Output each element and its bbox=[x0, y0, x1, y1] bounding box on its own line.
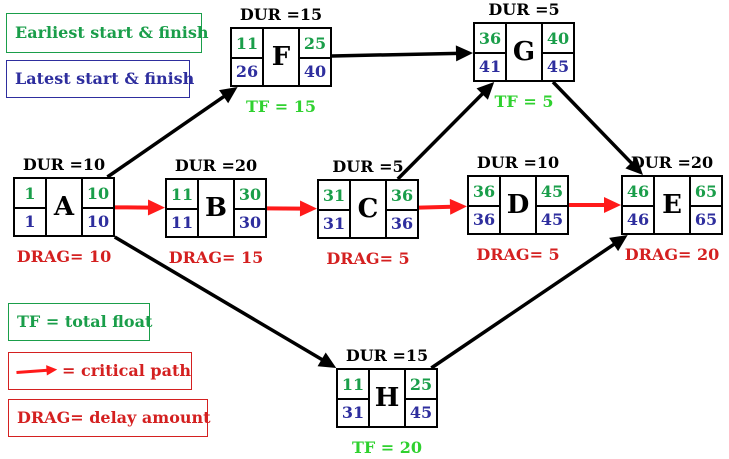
node-a-name: A bbox=[53, 192, 75, 222]
node-d-late-start: 36 bbox=[472, 209, 496, 229]
legend-critical-path-label: = critical path bbox=[61, 361, 191, 380]
node-b-early-start: 11 bbox=[170, 184, 194, 204]
node-f-late-finish: 40 bbox=[303, 61, 327, 81]
node-e-late-start: 46 bbox=[626, 209, 650, 229]
node-h-late-start: 31 bbox=[341, 402, 365, 422]
node-b-early-finish: 30 bbox=[238, 184, 262, 204]
node-h-late-finish: 45 bbox=[409, 402, 433, 422]
node-e-drag: DRAG= 20 bbox=[624, 245, 720, 264]
node-b: 11 11 B 30 30 bbox=[165, 178, 267, 238]
node-b-name: B bbox=[205, 193, 227, 223]
node-g: 36 41 G 40 45 bbox=[473, 22, 575, 82]
node-g-early-finish: 40 bbox=[546, 28, 570, 48]
node-g-late-finish: 45 bbox=[546, 56, 570, 76]
node-g-late-start: 41 bbox=[478, 56, 502, 76]
legend-critical-path: = critical path bbox=[8, 352, 192, 390]
legend-latest: Latest start & finish bbox=[6, 60, 194, 98]
arrow-d-to-e bbox=[569, 197, 621, 213]
node-b-duration: DUR =20 bbox=[174, 156, 258, 175]
node-a-late-start: 1 bbox=[24, 211, 36, 231]
critical-path-arrow-icon bbox=[16, 365, 58, 376]
node-c-early-start: 31 bbox=[322, 185, 346, 205]
node-f-duration: DUR =15 bbox=[239, 5, 323, 24]
node-c-name: C bbox=[357, 194, 379, 224]
arrow-a-to-b bbox=[114, 199, 165, 216]
node-h: 11 31 H 25 45 bbox=[336, 368, 438, 428]
node-c-late-start: 31 bbox=[322, 213, 346, 233]
node-f-early-finish: 25 bbox=[303, 33, 327, 53]
node-b-late-start: 11 bbox=[170, 212, 194, 232]
node-b-drag: DRAG= 15 bbox=[168, 248, 264, 267]
node-e-early-start: 46 bbox=[626, 181, 650, 201]
node-b-late-finish: 30 bbox=[238, 212, 262, 232]
node-g-name: G bbox=[512, 37, 536, 67]
arrow-c-to-g bbox=[396, 82, 495, 181]
legend-latest-label: Latest start & finish bbox=[15, 69, 195, 88]
node-f-early-start: 11 bbox=[235, 33, 259, 53]
arrow-h-to-e bbox=[430, 235, 628, 370]
node-f-total-float: TF = 15 bbox=[245, 97, 317, 116]
node-a-drag: DRAG= 10 bbox=[16, 247, 112, 266]
arrow-f-to-g bbox=[331, 45, 473, 62]
node-e: 46 46 E 65 65 bbox=[621, 175, 723, 235]
node-g-early-start: 36 bbox=[478, 28, 502, 48]
legend-earliest: Earliest start & finish bbox=[6, 13, 208, 53]
node-a-early-start: 1 bbox=[24, 183, 36, 203]
node-d-early-finish: 45 bbox=[540, 181, 564, 201]
node-e-late-finish: 65 bbox=[694, 209, 718, 229]
arrow-b-to-c bbox=[266, 200, 317, 217]
node-f: 11 26 F 25 40 bbox=[230, 27, 332, 87]
legend-drag-label: DRAG= delay amount bbox=[17, 408, 211, 427]
arrow-c-to-d bbox=[418, 198, 467, 215]
node-h-early-finish: 25 bbox=[409, 374, 433, 394]
node-d-late-finish: 45 bbox=[540, 209, 564, 229]
node-d-name: D bbox=[506, 190, 530, 220]
legend-earliest-label: Earliest start & finish bbox=[15, 23, 209, 42]
node-h-early-start: 11 bbox=[341, 374, 365, 394]
node-e-early-finish: 65 bbox=[694, 181, 718, 201]
node-e-name: E bbox=[662, 190, 682, 220]
node-a-late-finish: 10 bbox=[86, 211, 110, 231]
legend-drag: DRAG= delay amount bbox=[8, 399, 211, 437]
arrow-g-to-e bbox=[551, 80, 643, 175]
node-c-early-finish: 36 bbox=[390, 185, 414, 205]
node-a-early-finish: 10 bbox=[86, 183, 110, 203]
node-f-late-start: 26 bbox=[235, 61, 259, 81]
node-c-drag: DRAG= 5 bbox=[326, 249, 410, 268]
legend-total-float-label: TF = total float bbox=[17, 312, 153, 331]
node-g-total-float: TF = 5 bbox=[494, 92, 554, 111]
legend-total-float: TF = total float bbox=[8, 303, 153, 341]
node-e-duration: DUR =20 bbox=[630, 153, 714, 172]
node-h-duration: DUR =15 bbox=[345, 346, 429, 365]
node-h-name: H bbox=[374, 383, 400, 413]
node-c-duration: DUR =5 bbox=[332, 157, 404, 176]
node-c: 31 31 C 36 36 bbox=[317, 179, 419, 239]
node-g-duration: DUR =5 bbox=[488, 0, 560, 19]
node-d-early-start: 36 bbox=[472, 181, 496, 201]
node-f-name: F bbox=[271, 42, 291, 72]
node-a-duration: DUR =10 bbox=[22, 155, 106, 174]
node-c-late-finish: 36 bbox=[390, 213, 414, 233]
node-d-drag: DRAG= 5 bbox=[476, 245, 560, 264]
node-d: 36 36 D 45 45 bbox=[467, 175, 569, 235]
arrow-a-to-h bbox=[113, 235, 337, 368]
node-h-total-float: TF = 20 bbox=[351, 438, 423, 457]
arrow-a-to-f bbox=[106, 87, 238, 179]
node-d-duration: DUR =10 bbox=[476, 153, 560, 172]
